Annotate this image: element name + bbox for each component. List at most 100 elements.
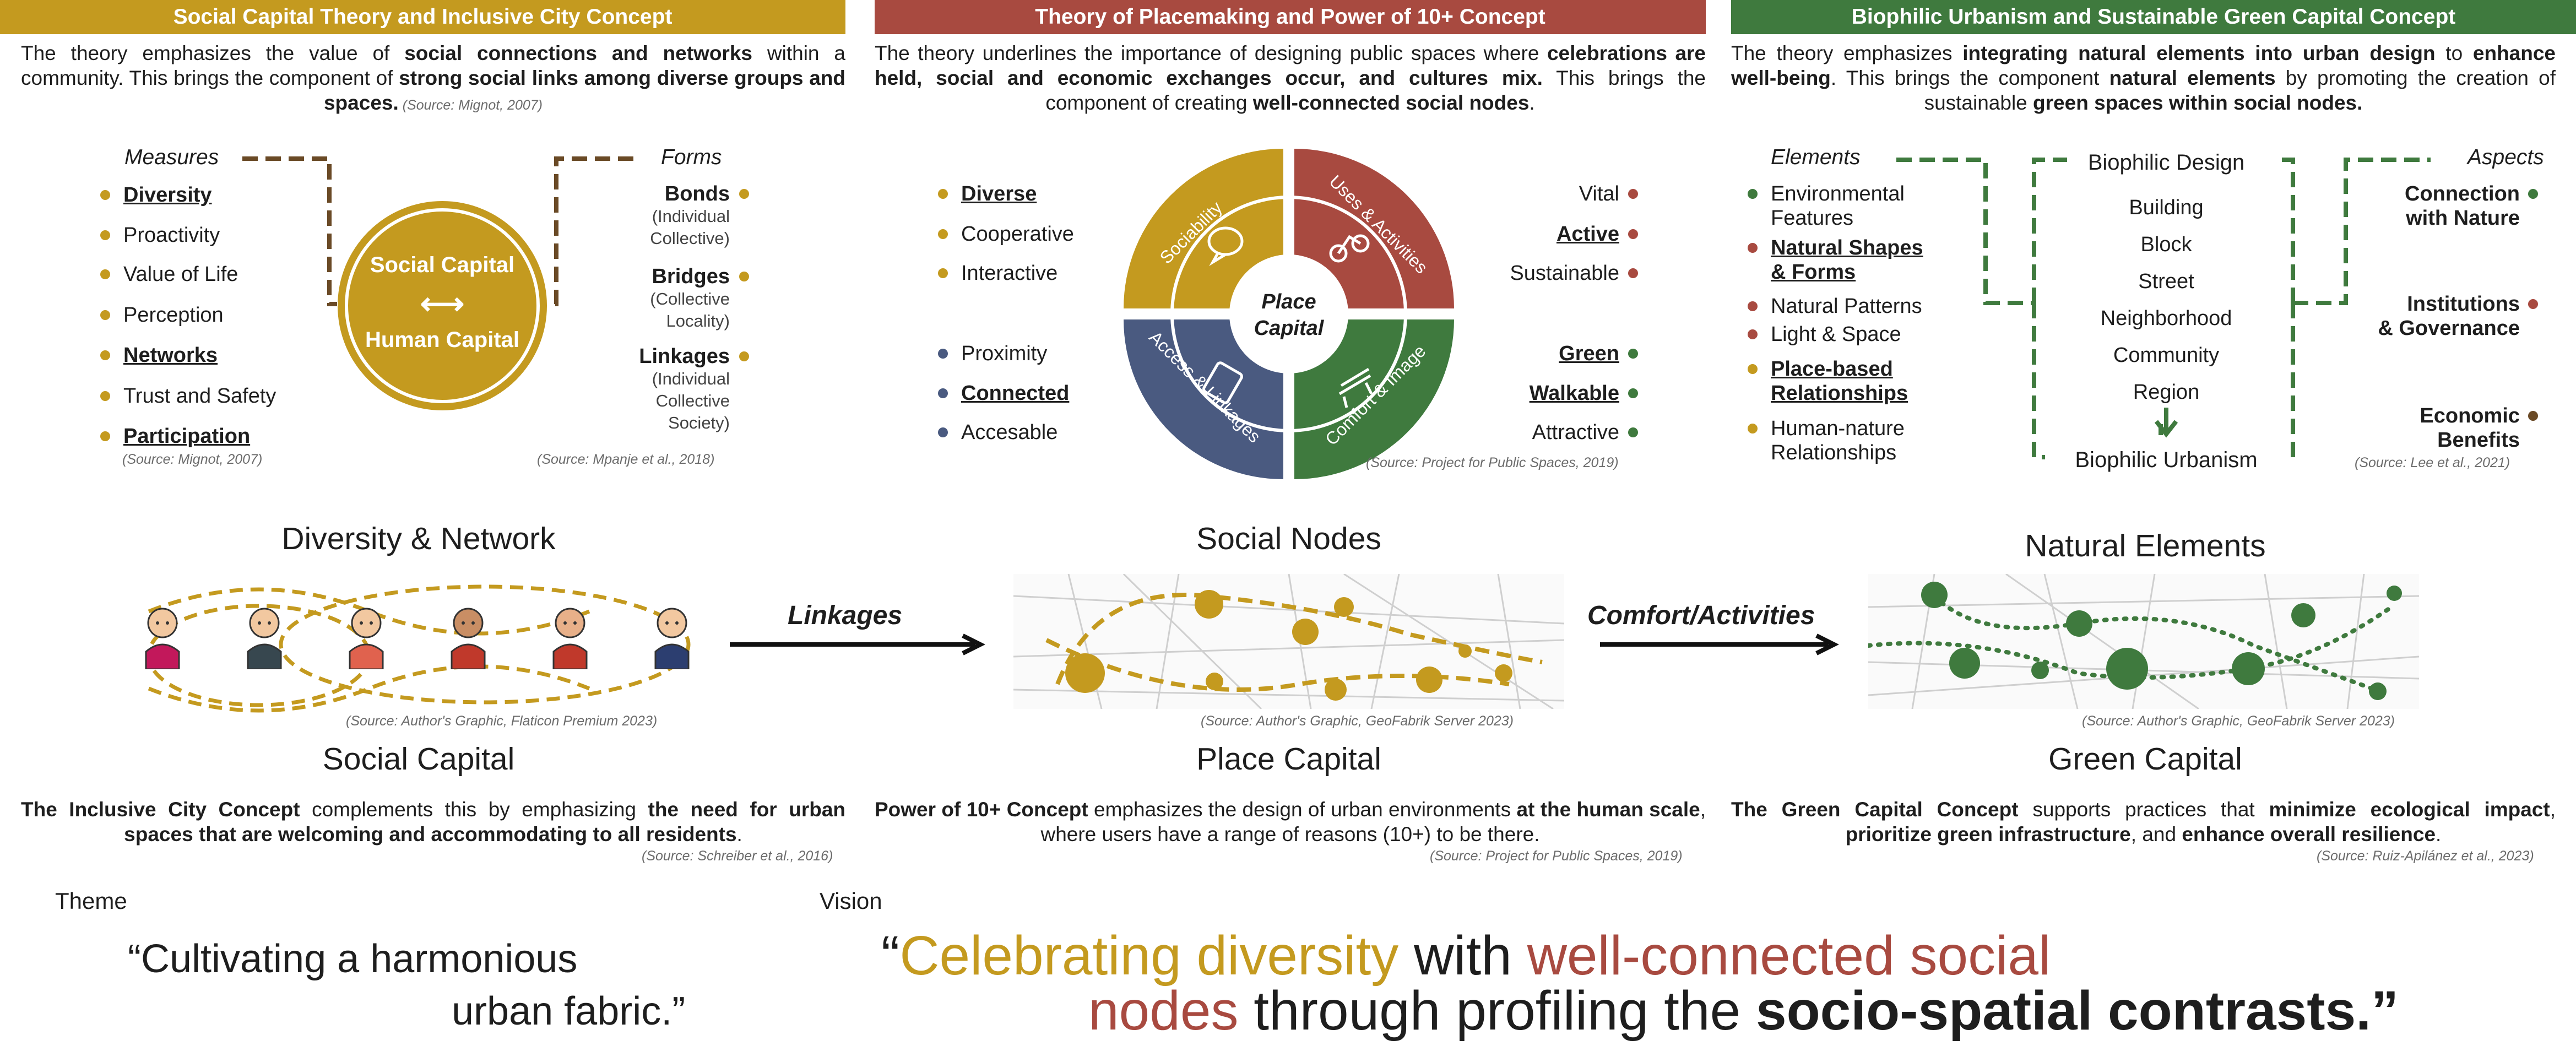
bullet-dot xyxy=(100,269,110,279)
bullet-dot xyxy=(100,431,110,441)
wheel-item: Attractive xyxy=(1532,421,1619,444)
bullet-dot xyxy=(1628,268,1638,278)
bus-icon xyxy=(1202,361,1243,404)
measure-item: Networks xyxy=(123,344,218,367)
quadrant-sociability xyxy=(1124,149,1283,308)
scale-item: Neighborhood xyxy=(2056,306,2276,330)
element-item: Light & Space xyxy=(1771,323,1901,346)
col2-paragraph: Power of 10+ Concept emphasizes the desi… xyxy=(875,798,1706,846)
center-capital: Capital xyxy=(1254,317,1325,340)
person-woman-dark-icon xyxy=(551,603,589,670)
bullet-dot xyxy=(739,272,749,281)
bullet-dot xyxy=(938,349,948,359)
para-source-2: (Source: Project for Public Spaces, 2019… xyxy=(1430,848,1683,864)
capital-title-2: Place Capital xyxy=(1196,741,1381,777)
band-source-2: (Source: Author's Graphic, GeoFabrik Ser… xyxy=(1201,713,1514,729)
bullet-dot xyxy=(100,230,110,240)
form-desc: (Individual xyxy=(652,369,730,388)
arrow-right-icon xyxy=(730,633,985,655)
element-item: & Forms xyxy=(1771,261,1856,284)
bullet-dot xyxy=(1628,229,1638,239)
bullet-dot xyxy=(938,427,948,437)
circle-human-capital: Human Capital xyxy=(365,328,520,352)
form-desc: Locality) xyxy=(666,311,730,330)
measures-label: Measures xyxy=(124,145,219,169)
measures-source: (Source: Mignot, 2007) xyxy=(122,452,263,467)
bullet-dot xyxy=(1748,364,1758,374)
bullet-dot xyxy=(1748,243,1758,253)
bullet-dot xyxy=(1628,189,1638,199)
person-beard-icon xyxy=(449,603,487,670)
bullet-dot xyxy=(1628,388,1638,398)
aspect-item: Connection xyxy=(2405,182,2520,205)
measure-item: Value of Life xyxy=(123,263,238,286)
theme-quote-line2: urban fabric.” xyxy=(452,989,686,1033)
measure-item: Trust and Safety xyxy=(123,384,276,408)
natural-elements-map xyxy=(1866,573,2420,710)
scale-item: Street xyxy=(2056,269,2276,294)
bullet-dot xyxy=(938,388,948,398)
measure-item: Diversity xyxy=(123,183,212,207)
element-item: Relationships xyxy=(1771,441,1897,464)
scale-item: Block xyxy=(2056,232,2276,257)
social-nodes-map xyxy=(1013,573,1565,710)
band-title-2: Social Nodes xyxy=(1196,521,1381,556)
center-place: Place xyxy=(1261,290,1316,313)
aspect-item: Economic xyxy=(2420,404,2520,427)
quadrant-access-linkages xyxy=(1124,319,1283,479)
bullet-dot xyxy=(100,391,110,401)
wheel-item: Walkable xyxy=(1529,382,1619,405)
col3-header: Biophilic Urbanism and Sustainable Green… xyxy=(1731,0,2576,34)
scale-item: Building xyxy=(2056,196,2276,220)
bullet-dot xyxy=(938,189,948,199)
col1-header: Social Capital Theory and Inclusive City… xyxy=(0,0,845,34)
vision-quote-line1: “Celebrating diversity with well-connect… xyxy=(881,925,2051,987)
col1-connectors xyxy=(242,156,633,410)
band-source-1: (Source: Author's Graphic, Flaticon Prem… xyxy=(346,713,658,729)
aspect-item: Benefits xyxy=(2437,429,2520,452)
arrow-label-linkages: Linkages xyxy=(788,601,903,630)
measure-item: Participation xyxy=(123,425,251,448)
bullet-dot xyxy=(938,268,948,278)
form-name: Linkages xyxy=(639,345,730,368)
scale-item: Region xyxy=(2056,380,2276,404)
theme-label: Theme xyxy=(55,888,127,914)
para-source-3: (Source: Ruiz-Apilánez et al., 2023) xyxy=(2317,848,2534,864)
form-name: Bridges xyxy=(652,265,730,288)
bullet-dot xyxy=(739,189,749,199)
quadrant-uses-activities xyxy=(1294,149,1454,308)
wheel-item: Vital xyxy=(1579,182,1619,205)
person-woman-icon xyxy=(347,603,386,670)
social-capital-circle xyxy=(338,201,547,410)
aspect-item: with Nature xyxy=(2406,207,2520,230)
circle-arrow-icon: ⟷ xyxy=(420,286,465,321)
bullet-dot xyxy=(1748,301,1758,311)
col1-paragraph: The Inclusive City Concept complements t… xyxy=(21,798,845,846)
bullet-dot xyxy=(1748,424,1758,434)
bullet-dot xyxy=(100,190,110,200)
col1-intro: The theory emphasizes the value of socia… xyxy=(21,42,845,114)
col3-intro: The theory emphasizes integrating natura… xyxy=(1731,42,2556,114)
forms-label: Forms xyxy=(661,145,722,169)
bench-icon xyxy=(1338,367,1373,408)
aspect-item: & Governance xyxy=(2378,317,2520,340)
arrow-label-comfort: Comfort/Activities xyxy=(1587,601,1815,630)
person-hijab-icon xyxy=(143,603,182,670)
band-title-3: Natural Elements xyxy=(2025,528,2266,563)
measure-item: Proactivity xyxy=(123,224,220,247)
element-item: Natural Shapes xyxy=(1771,236,1923,259)
bullet-dot xyxy=(1748,329,1758,339)
col3-paragraph: The Green Capital Concept supports pract… xyxy=(1731,798,2556,846)
arrow-down-icon xyxy=(2154,408,2178,438)
element-item: Relationships xyxy=(1771,382,1908,405)
forms-source: (Source: Mpanje et al., 2018) xyxy=(537,452,715,467)
aspects-label: Aspects xyxy=(2467,145,2544,169)
elements-label: Elements xyxy=(1771,145,1861,169)
circle-social-capital: Social Capital xyxy=(370,253,515,277)
wheel-item: Green xyxy=(1559,342,1619,365)
people-network xyxy=(147,584,691,713)
bicycle-icon xyxy=(1329,234,1370,263)
measure-item: Perception xyxy=(123,304,224,327)
wheel-item: Accesable xyxy=(961,421,1058,444)
vision-label: Vision xyxy=(820,888,882,914)
